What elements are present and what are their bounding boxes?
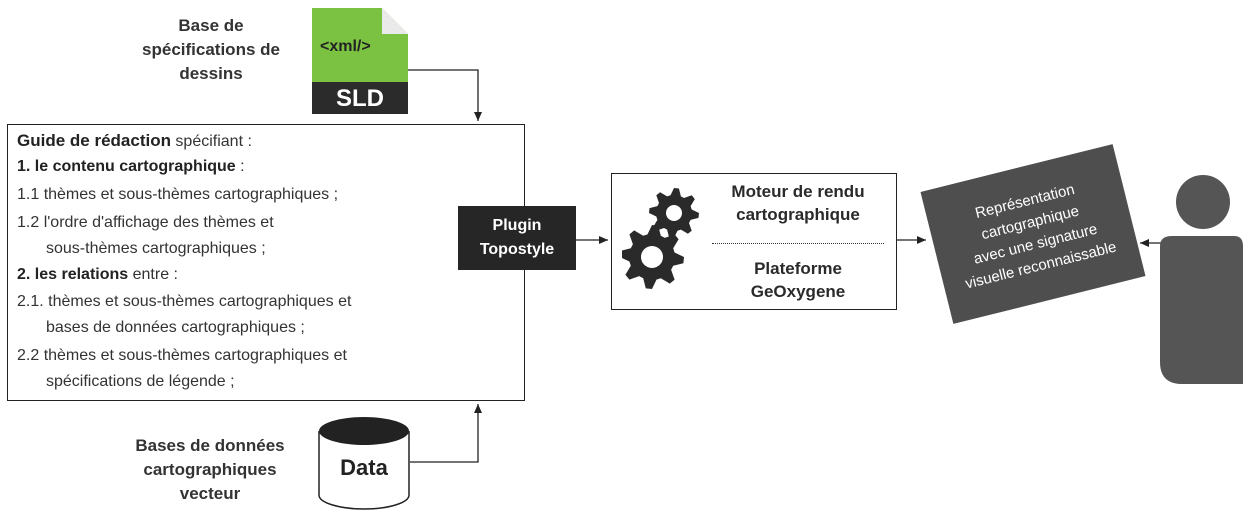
db-caption-line3: vecteur [179, 484, 241, 503]
guide-item-2-2-line1: 2.2 thèmes et sous-thèmes cartographique… [17, 347, 347, 364]
arrow-sld-to-guide [408, 69, 482, 121]
sld-label: SLD [336, 85, 384, 112]
guide-item-2-1-line2: bases de données cartographiques ; [46, 319, 305, 336]
small-gear [649, 188, 699, 238]
engine-platform: Plateforme GeOxygene [698, 257, 898, 303]
guide-item-1-2-line1: 1.2 l'ordre d'affichage des thèmes et [17, 214, 274, 231]
guide-box: Guide de rédaction spécifiant : 1. le co… [7, 124, 525, 401]
guide-section-2-bold: 2. les relations [17, 266, 129, 283]
engine-platform-line2: GeOxygene [750, 282, 846, 301]
guide-title-bold: Guide de rédaction [17, 131, 171, 150]
db-caption: Bases de données cartographiques vecteur [104, 434, 316, 506]
db-caption-line2: cartographiques [143, 460, 277, 479]
guide-section-2-rest: entre : [128, 266, 178, 283]
guide-title: Guide de rédaction spécifiant : [17, 130, 252, 153]
engine-platform-line1: Plateforme [754, 259, 842, 278]
xml-tag-label: <xml/> [320, 38, 371, 55]
guide-item-1-2-line2: sous-thèmes cartographiques ; [46, 240, 266, 257]
sld-caption: Base de spécifications de dessins [120, 14, 302, 86]
guide-section-1-rest: : [235, 158, 245, 175]
person-icon [1160, 174, 1243, 384]
sld-caption-line2: spécifications de [142, 40, 280, 59]
data-label: Data [340, 455, 388, 480]
large-gear [620, 225, 684, 289]
gears-icon [620, 185, 702, 295]
plugin-line2: Topostyle [479, 241, 555, 258]
plugin-topostyle-box: Plugin Topostyle [458, 206, 576, 270]
engine-title-line1: Moteur de rendu [731, 182, 865, 201]
guide-item-2-1-line1: 2.1. thèmes et sous-thèmes cartographiqu… [17, 293, 352, 310]
plugin-line1: Plugin [492, 217, 542, 234]
sld-caption-line3: dessins [179, 64, 243, 83]
engine-divider [712, 243, 884, 244]
guide-section-2: 2. les relations entre : [17, 264, 178, 286]
engine-title: Moteur de rendu cartographique [698, 180, 898, 226]
database-icon: Data [318, 415, 410, 511]
engine-title-line2: cartographique [736, 205, 860, 224]
xml-document-icon: <xml/> SLD [312, 8, 408, 114]
guide-section-1: 1. le contenu cartographique : [17, 156, 245, 178]
guide-item-2-2-line2: spécifications de légende ; [46, 373, 235, 390]
guide-title-rest: spécifiant : [170, 133, 252, 150]
sld-caption-line1: Base de [178, 16, 244, 35]
guide-section-1-bold: 1. le contenu cartographique [17, 158, 236, 175]
guide-item-1-1: 1.1 thèmes et sous-thèmes cartographique… [17, 186, 339, 203]
db-caption-line1: Bases de données [135, 436, 285, 455]
arrow-data-to-guide [410, 404, 482, 463]
